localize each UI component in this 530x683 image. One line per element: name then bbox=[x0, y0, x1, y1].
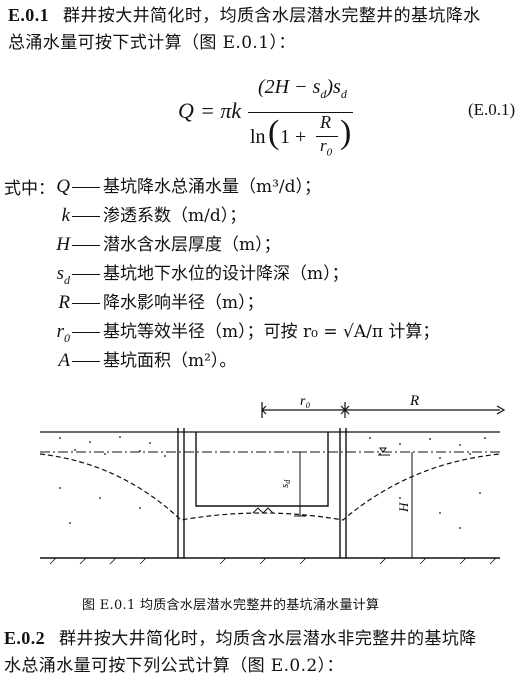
left-paren: ( bbox=[268, 114, 280, 151]
soil-hatching bbox=[59, 436, 486, 529]
left-well bbox=[177, 428, 185, 558]
paragraph-line: 群井按大井简化时，均质含水层潜水非完整井的基坑降 bbox=[59, 629, 477, 649]
definitions-intro: 式中： bbox=[4, 179, 55, 199]
paragraph-line: 总涌水量可按下式计算（图 E.0.1）： bbox=[8, 33, 296, 53]
section-number: E.0.1 bbox=[8, 5, 50, 25]
paragraph-line: 群井按大井简化时，均质含水层潜水完整井的基坑降水 bbox=[63, 6, 481, 26]
formula-pi-k: = πk bbox=[200, 98, 242, 123]
paragraph-e-0-1: E.0.1 群井按大井简化时，均质含水层潜水完整井的基坑降水 总涌水量可按下式计算… bbox=[8, 2, 481, 57]
label-R: R bbox=[409, 393, 419, 409]
figure-caption: 图 E.0.1 均质含水层潜水完整井的基坑涌水量计算 bbox=[82, 598, 380, 613]
excavation-pit bbox=[195, 432, 329, 507]
impervious-hatching bbox=[49, 557, 497, 565]
label-sd: sd bbox=[279, 479, 292, 488]
formula-e-0-1: Q = πk (2H − sd)sd ln ( 1 + R r0 ) (E.0.… bbox=[178, 76, 516, 159]
drawdown-curve bbox=[39, 453, 501, 521]
paragraph-line: 水总涌水量可按下列公式计算（图 E.0.2）： bbox=[4, 656, 344, 676]
dimension-line bbox=[261, 402, 506, 418]
equation-number: (E.0.1) bbox=[468, 100, 516, 119]
inner-fraction-bar bbox=[316, 136, 338, 137]
figure-e-0-1: r₀ R sd H bbox=[39, 393, 506, 565]
right-paren: ) bbox=[340, 114, 352, 151]
section-number: E.0.2 bbox=[4, 628, 46, 648]
fraction-bar bbox=[248, 112, 353, 113]
water-level-symbol bbox=[252, 447, 390, 514]
formula-numerator: (2H − sd)sd bbox=[258, 76, 347, 101]
paragraph-e-0-2: E.0.2 群井按大井简化时，均质含水层潜水非完整井的基坑降 水总涌水量可按下列公… bbox=[4, 625, 477, 680]
label-H: H bbox=[396, 502, 411, 513]
sd-dimension bbox=[294, 451, 306, 517]
right-well bbox=[339, 428, 347, 558]
formula-lhs: Q bbox=[178, 98, 194, 123]
label-r0: r₀ bbox=[300, 394, 310, 409]
